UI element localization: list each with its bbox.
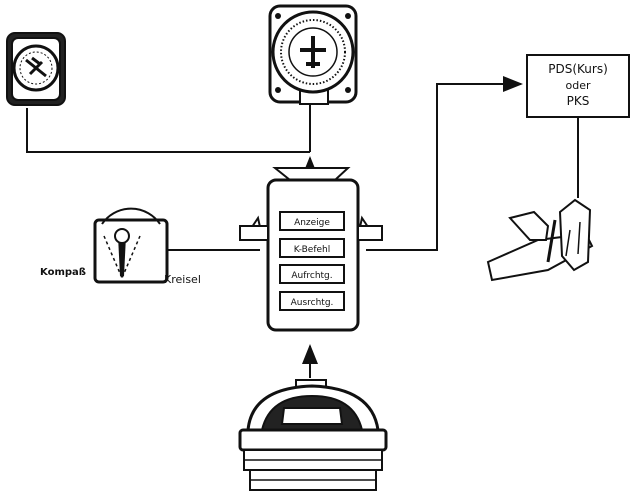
switch-label-left: Kompaß <box>40 267 86 278</box>
heading-indicator-instrument-icon <box>268 4 358 105</box>
aufrichtung-button-label: Aufrchtg. <box>291 271 332 281</box>
output-box-line-3: PKS <box>567 94 590 108</box>
k-befehl-button[interactable] <box>279 238 345 258</box>
output-box-line-1: PDS(Kurs) <box>548 62 608 76</box>
switch-label-right: Kreisel <box>164 273 201 286</box>
line-to-output <box>366 76 523 251</box>
ausrichtung-button-label: Ausrchtg. <box>291 298 334 308</box>
ausrichtung-button[interactable] <box>279 291 345 311</box>
controller-buttons: Anzeige K-Befehl Aufrchtg. Ausrchtg. <box>279 211 345 311</box>
line-small-instrument <box>26 108 310 153</box>
output-box: PDS(Kurs) oder PKS <box>526 54 630 118</box>
aufrichtung-button[interactable] <box>279 264 345 284</box>
k-befehl-button-label: K-Befehl <box>294 245 331 255</box>
gyro-unit-icon <box>238 379 388 491</box>
anzeige-button[interactable] <box>279 211 345 231</box>
anzeige-button-label: Anzeige <box>294 218 330 228</box>
small-compass-instrument-icon <box>6 32 66 106</box>
airplane-tail-icon <box>486 198 594 282</box>
output-box-line-2: oder <box>565 79 590 92</box>
connection-lines <box>26 76 579 378</box>
selector-switch-icon <box>93 207 169 284</box>
